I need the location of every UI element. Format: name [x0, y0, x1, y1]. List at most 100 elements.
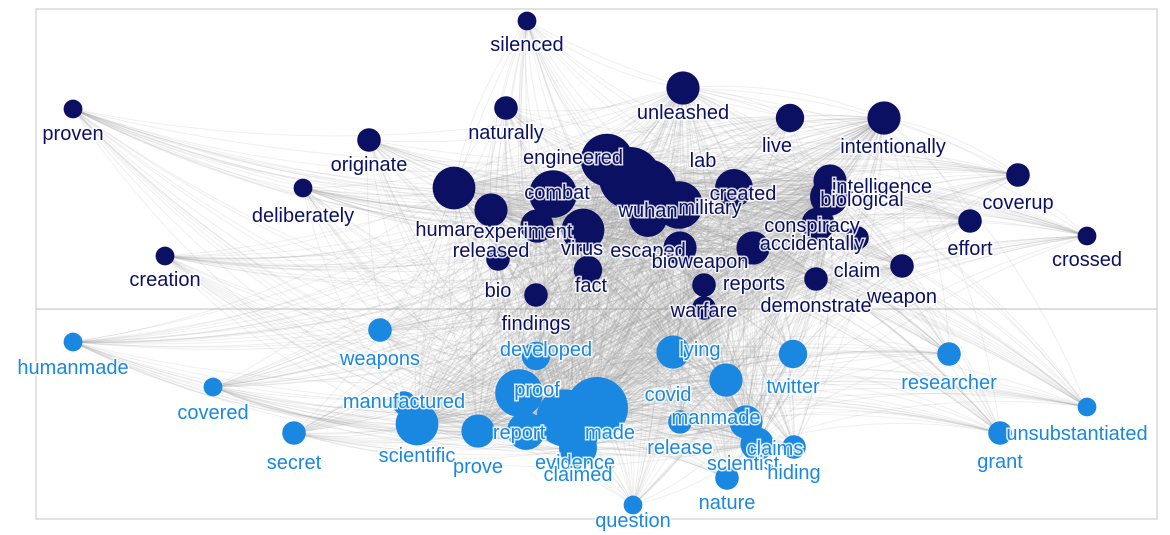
node-claimed [559, 429, 597, 467]
edge [490, 117, 791, 211]
edge [416, 180, 831, 425]
edge [535, 355, 727, 384]
edge [733, 187, 756, 423]
edge [756, 237, 858, 445]
node-label-unleashed: unleashed [637, 102, 729, 124]
edge [72, 341, 674, 384]
edge [535, 294, 674, 353]
edge [518, 392, 758, 445]
edge [682, 87, 830, 198]
edge [726, 247, 758, 479]
edge [672, 223, 819, 353]
edge [518, 117, 885, 394]
edge [477, 294, 537, 432]
edge [293, 430, 527, 447]
node-label-twitter: twitter [766, 376, 820, 398]
edge [682, 87, 754, 249]
edge [793, 117, 885, 448]
edge [416, 225, 538, 425]
edge [164, 204, 680, 268]
edge [596, 235, 1088, 409]
edge [72, 341, 579, 449]
edge [536, 225, 758, 445]
edge [212, 351, 674, 401]
node-covered [203, 377, 223, 397]
edge [672, 237, 858, 353]
edge [564, 117, 791, 419]
edge [632, 87, 690, 506]
edge [497, 223, 819, 266]
edge [582, 229, 747, 423]
edge [293, 421, 747, 456]
edge [72, 108, 579, 449]
edge [518, 196, 830, 394]
edge [756, 117, 885, 445]
edge [562, 159, 608, 419]
edge [416, 107, 507, 425]
edge [72, 117, 885, 343]
edge [647, 187, 1088, 408]
edge [647, 181, 971, 222]
edge [672, 346, 1088, 408]
edge [883, 117, 1001, 434]
edge [72, 108, 758, 445]
edge [632, 351, 674, 506]
edge [552, 193, 1001, 434]
edge [416, 423, 634, 506]
edge [526, 20, 758, 445]
edge [518, 193, 555, 394]
edge [752, 247, 1001, 434]
edge [679, 87, 703, 423]
edge [212, 386, 758, 455]
edge [576, 407, 1001, 435]
node-intentionally [867, 101, 901, 135]
edge [212, 386, 479, 433]
edge [752, 245, 903, 267]
edge [582, 117, 791, 231]
edge [518, 343, 950, 394]
edge [672, 223, 819, 353]
node-report [507, 412, 545, 450]
edge [72, 341, 578, 437]
edge [577, 353, 950, 449]
node-researcher [937, 342, 961, 366]
edge [817, 212, 971, 225]
edge [536, 225, 705, 286]
edge [672, 117, 791, 353]
edge [526, 20, 727, 381]
edge [379, 229, 584, 331]
edge [745, 117, 885, 423]
edge [469, 209, 492, 432]
edge [552, 178, 830, 198]
edge [678, 117, 885, 206]
edge [752, 247, 950, 355]
edge [368, 139, 819, 226]
edge [293, 225, 538, 434]
edge [453, 114, 885, 189]
edge [733, 117, 885, 189]
node-label-covid: covid [645, 384, 692, 406]
node-human [432, 166, 476, 210]
node-conspiracy [801, 207, 835, 241]
edge [756, 117, 885, 445]
edge [403, 209, 492, 404]
edge [629, 172, 971, 222]
edge [596, 87, 684, 409]
node-label-conspiracy: conspiracy [764, 215, 860, 237]
node-humanmade [63, 332, 83, 352]
edge [745, 278, 817, 423]
edge [416, 229, 584, 425]
edge [212, 209, 492, 388]
edge [490, 209, 674, 353]
edge [596, 87, 684, 409]
node-label-question: question [595, 510, 671, 532]
edge [525, 159, 608, 432]
edge [477, 217, 649, 432]
edge [632, 196, 830, 506]
edge [416, 217, 649, 425]
edge [477, 174, 1019, 432]
edge [477, 229, 584, 432]
node-claim [845, 226, 869, 250]
edge [497, 258, 747, 423]
node-label-scientist: scientist [707, 453, 780, 475]
